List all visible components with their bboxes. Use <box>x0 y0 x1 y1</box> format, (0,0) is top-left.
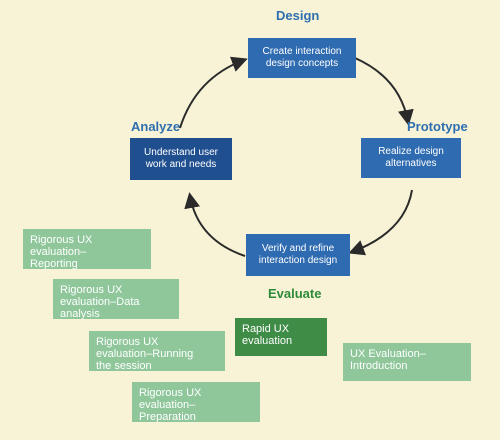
topic-rigorous-running-session[interactable]: Rigorous UX evaluation–Running the sessi… <box>89 331 225 372</box>
topic-rigorous-preparation[interactable]: Rigorous UX evaluation– Preparation <box>132 382 260 423</box>
phase-label-evaluate: Evaluate <box>268 286 322 301</box>
arrow-evaluate-to-analyze <box>184 192 246 257</box>
arrow-prototype-to-evaluate <box>348 189 413 256</box>
evaluate-box: Verify and refine interaction design <box>246 234 350 276</box>
topic-rigorous-data-analysis[interactable]: Rigorous UX evaluation–Data analysis <box>53 279 179 320</box>
arrow-design-to-prototype <box>354 57 414 126</box>
topic-ux-evaluation-introduction[interactable]: UX Evaluation– Introduction <box>343 343 471 381</box>
arrow-analyze-to-design <box>179 56 248 129</box>
topic-rapid-ux-evaluation[interactable]: Rapid UX evaluation <box>235 318 327 356</box>
design-box: Create interaction design concepts <box>248 38 356 78</box>
phase-label-prototype: Prototype <box>407 119 468 134</box>
phase-label-analyze: Analyze <box>131 119 181 134</box>
prototype-box: Realize design alternatives <box>361 138 461 178</box>
analyze-box: Understand user work and needs <box>130 138 232 180</box>
phase-label-design: Design <box>276 8 320 23</box>
topic-rigorous-reporting[interactable]: Rigorous UX evaluation– Reporting <box>23 229 151 270</box>
